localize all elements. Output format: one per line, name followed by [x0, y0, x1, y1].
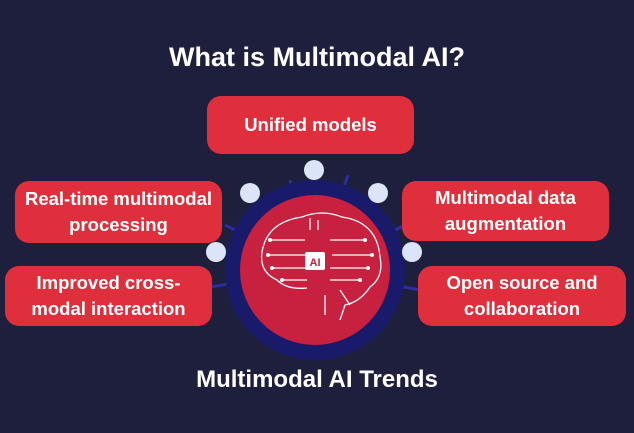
- trend-box-open-source: Open source and collaboration: [418, 266, 626, 326]
- main-title: What is Multimodal AI?: [169, 42, 465, 72]
- trend-box-unified-models: Unified models: [207, 96, 414, 154]
- trend-label: Open source and: [446, 272, 598, 293]
- trend-label: Unified models: [244, 114, 377, 135]
- trend-label: Improved cross-: [36, 272, 181, 293]
- subtitle: Multimodal AI Trends: [196, 366, 438, 393]
- dot: [368, 183, 388, 203]
- brain-circuit-icon: [260, 212, 382, 321]
- ai-chip-icon: [305, 252, 325, 270]
- dot: [304, 160, 324, 180]
- center-label: AI: [310, 257, 321, 269]
- trend-box-data-augmentation: Multimodal data augmentation: [402, 181, 609, 241]
- trend-label: processing: [69, 214, 168, 235]
- dot: [206, 242, 226, 262]
- trend-label: augmentation: [444, 213, 567, 234]
- trend-label: Real-time multimodal: [24, 188, 213, 209]
- dot: [240, 183, 260, 203]
- trend-label: Multimodal data: [435, 187, 576, 208]
- trend-label: modal interaction: [31, 298, 186, 319]
- dot: [402, 242, 422, 262]
- trend-box-real-time: Real-time multimodal processing: [15, 181, 222, 243]
- trend-box-cross-modal: Improved cross-modal interaction: [5, 266, 212, 326]
- trend-label: collaboration: [463, 298, 581, 319]
